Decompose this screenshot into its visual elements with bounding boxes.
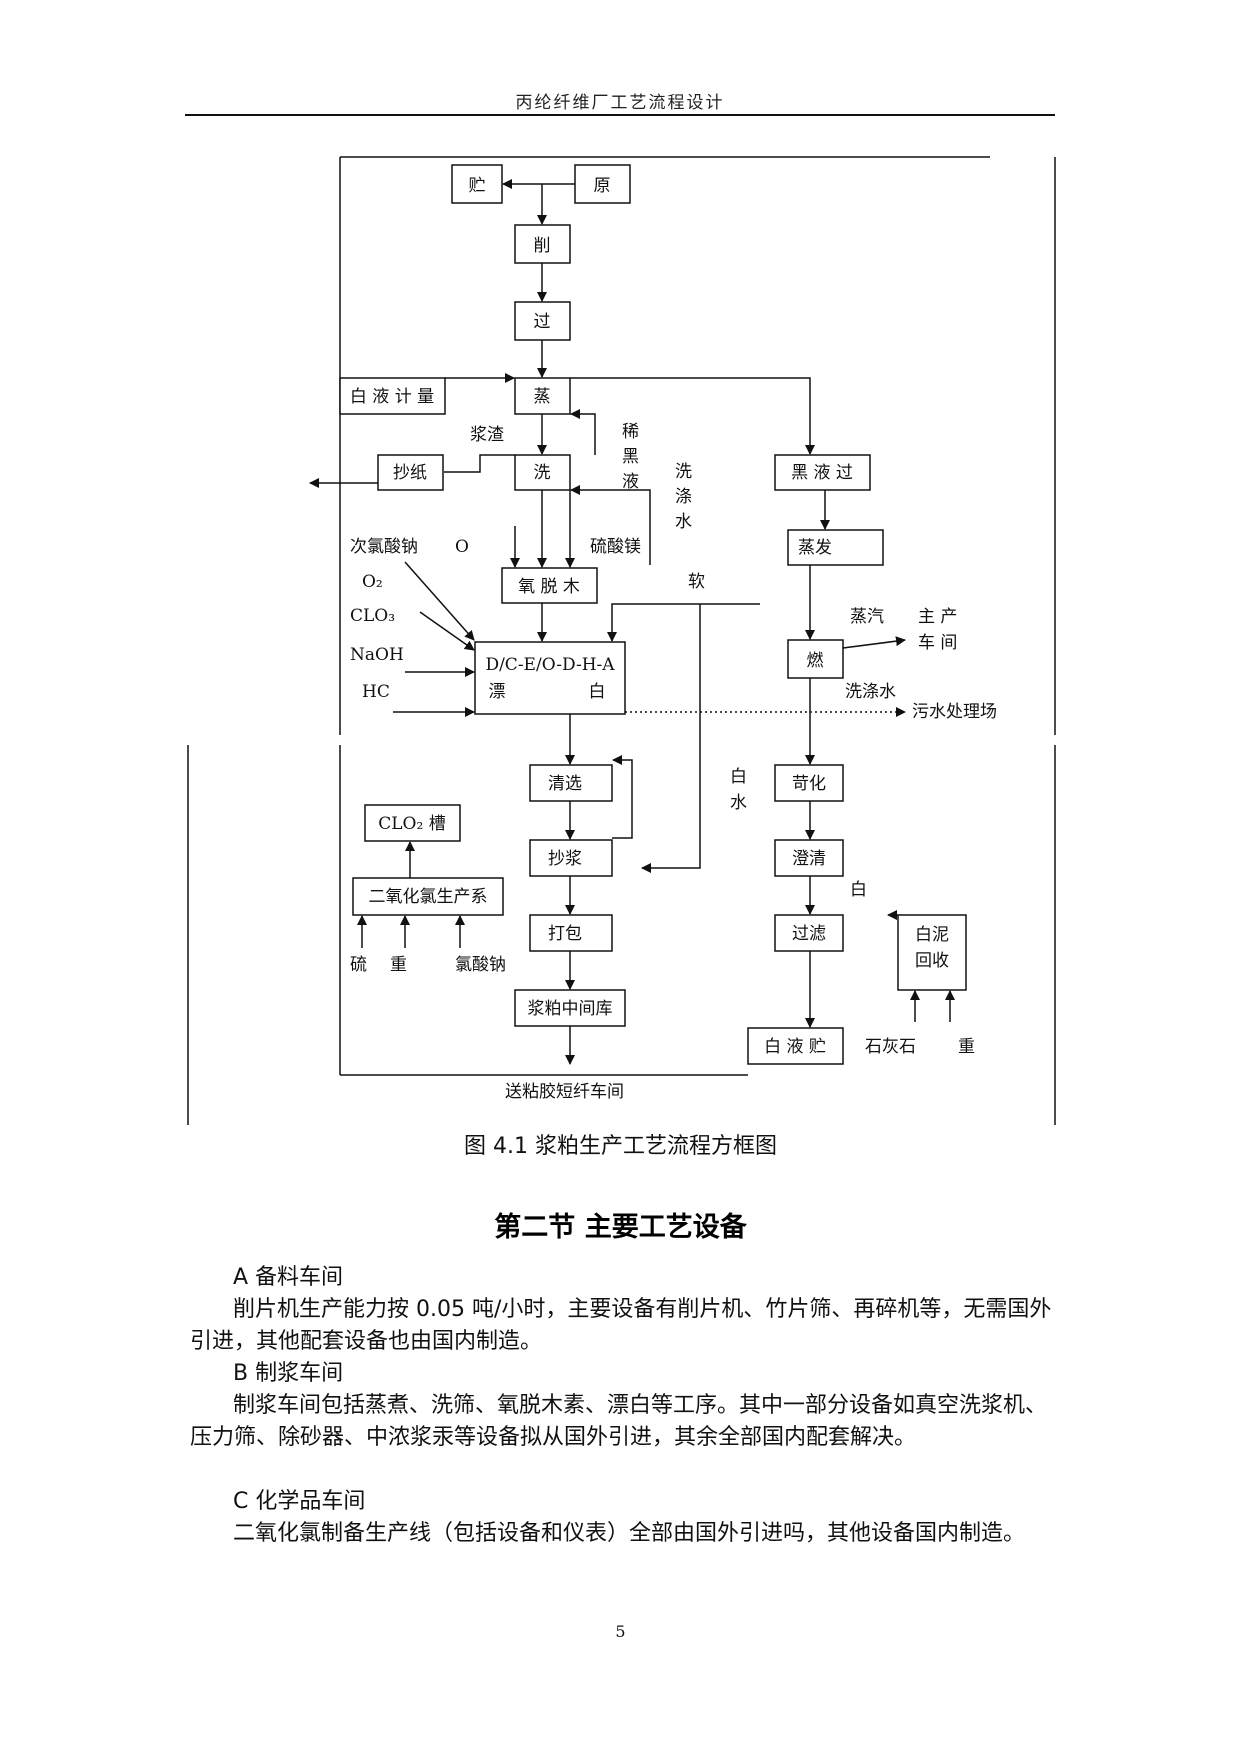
- label-o: O: [455, 537, 469, 557]
- label-wash-water-2: 涤: [675, 487, 692, 507]
- text-clo2-production: 二氧化氯生产系: [369, 887, 488, 907]
- text-baling: 打包: [548, 924, 582, 944]
- text-bleaching-label-2: 白: [589, 682, 606, 702]
- text-screen: 过: [534, 312, 551, 332]
- box-cleaning: [529, 764, 613, 802]
- text-raw: 原: [594, 176, 611, 196]
- text-bleaching-seq: D/C-E/O-D-H-A: [485, 655, 615, 675]
- header-rule: [185, 114, 1055, 116]
- label-sodium-hypochlorite: 次氯酸钠: [350, 537, 418, 557]
- flow-lines: [309, 179, 955, 1065]
- label-wash-water-out: 洗涤水: [845, 682, 896, 702]
- label-dilute-black-1: 稀: [622, 422, 639, 442]
- label-white-water-2: 水: [730, 793, 747, 813]
- heading-b: B 制浆车间: [233, 1361, 344, 1386]
- text-combustion: 燃: [807, 651, 824, 671]
- text-bleaching-label-1: 漂: [489, 682, 506, 702]
- text-storage: 贮: [469, 176, 486, 196]
- label-steam: 蒸汽: [850, 607, 884, 627]
- label-dilute-black-2: 黑: [622, 447, 639, 467]
- label-wastewater: 污水处理场: [912, 702, 997, 722]
- label-main-workshop-2: 车 间: [918, 633, 957, 653]
- text-evaporation: 蒸发: [798, 538, 832, 558]
- text-white-liquor-meter: 白 液 计 量: [350, 387, 434, 407]
- label-o2: O₂: [362, 572, 383, 592]
- paragraph-b: 制浆车间包括蒸煮、洗筛、氧脱木素、漂白等工序。其中一部分设备如真空洗浆机、压力筛…: [190, 1393, 1048, 1450]
- text-filtration: 过滤: [792, 924, 826, 944]
- box-filtration: [774, 914, 844, 952]
- label-wash-water-1: 洗: [675, 462, 692, 482]
- figure-caption: 图 4.1 浆粕生产工艺流程方框图: [464, 1134, 777, 1159]
- label-heavy: 重: [390, 955, 407, 975]
- label-to-viscose: 送粘胶短纤车间: [505, 1082, 624, 1102]
- text-clo2-tank: CLO₂ 槽: [378, 814, 445, 834]
- label-pulp-residue: 浆渣: [470, 425, 504, 445]
- box-black-liquor-filter: [774, 454, 871, 491]
- box-evaporation: [787, 529, 884, 566]
- text-lime-mud-recovery-2: 回收: [915, 951, 949, 971]
- box-combustion: [787, 639, 844, 679]
- box-clo2-production: [352, 877, 504, 916]
- box-clarification: [774, 839, 844, 877]
- label-white-water-1: 白: [730, 767, 747, 787]
- heading-a: A 备料车间: [233, 1265, 344, 1290]
- label-naoh: NaOH: [350, 645, 404, 665]
- text-washing: 洗: [534, 463, 551, 483]
- label-clo2: CLO₃: [350, 606, 395, 626]
- box-baling: [529, 914, 613, 952]
- label-magnesium-sulfate: 硫酸镁: [590, 537, 641, 557]
- text-cleaning: 清选: [548, 774, 582, 794]
- box-lime-mud-recovery: [897, 914, 967, 991]
- text-pulp-warehouse: 浆粕中间库: [528, 999, 613, 1019]
- paragraph-c: 二氧化氯制备生产线（包括设备和仪表）全部由国外引进吗，其他设备国内制造。: [233, 1521, 1026, 1546]
- diagram-frame: [187, 156, 1056, 1125]
- heading-c: C 化学品车间: [233, 1489, 366, 1514]
- box-causticizing: [774, 764, 844, 802]
- text-causticizing: 苛化: [792, 774, 826, 794]
- text-clarification: 澄清: [792, 849, 826, 869]
- text-pulp-machine: 抄浆: [548, 849, 582, 869]
- label-sodium-chlorate: 氯酸钠: [455, 955, 506, 975]
- text-lime-mud-recovery-1: 白泥: [915, 925, 949, 945]
- box-pulp-machine: [529, 839, 613, 877]
- running-header: 丙纶纤维厂工艺流程设计: [515, 93, 725, 113]
- text-oxygen-delignification: 氧 脱 木: [518, 577, 580, 597]
- box-clo2-tank: [364, 804, 461, 842]
- text-chipper: 削: [534, 236, 551, 256]
- box-washing: [514, 454, 571, 491]
- label-heavy-2: 重: [958, 1037, 975, 1057]
- label-white: 白: [850, 880, 867, 900]
- text-digester: 蒸: [534, 387, 551, 407]
- label-soft: 软: [688, 572, 705, 592]
- paragraph-a: 削片机生产能力按 0.05 吨/小时，主要设备有削片机、竹片筛、再碎机等，无需国…: [190, 1297, 1052, 1354]
- label-hc: HC: [362, 682, 390, 702]
- label-sulfuric: 硫: [350, 955, 367, 975]
- box-white-liquor-meter: [339, 377, 446, 415]
- page-number: 5: [615, 1622, 626, 1641]
- box-oxygen-delignification: [501, 567, 598, 604]
- section-title: 第二节 主要工艺设备: [494, 1212, 747, 1243]
- box-papermaking: [377, 454, 444, 491]
- box-bleaching: [474, 641, 626, 715]
- label-main-workshop-1: 主 产: [918, 607, 957, 627]
- label-limestone: 石灰石: [865, 1037, 916, 1057]
- text-white-liquor-storage: 白 液 贮: [764, 1037, 826, 1057]
- label-wash-water-3: 水: [675, 512, 692, 532]
- text-papermaking: 抄纸: [393, 463, 427, 483]
- text-black-liquor-filter: 黑 液 过: [791, 463, 853, 483]
- label-dilute-black-3: 液: [622, 472, 639, 492]
- box-white-liquor-storage: [747, 1027, 844, 1065]
